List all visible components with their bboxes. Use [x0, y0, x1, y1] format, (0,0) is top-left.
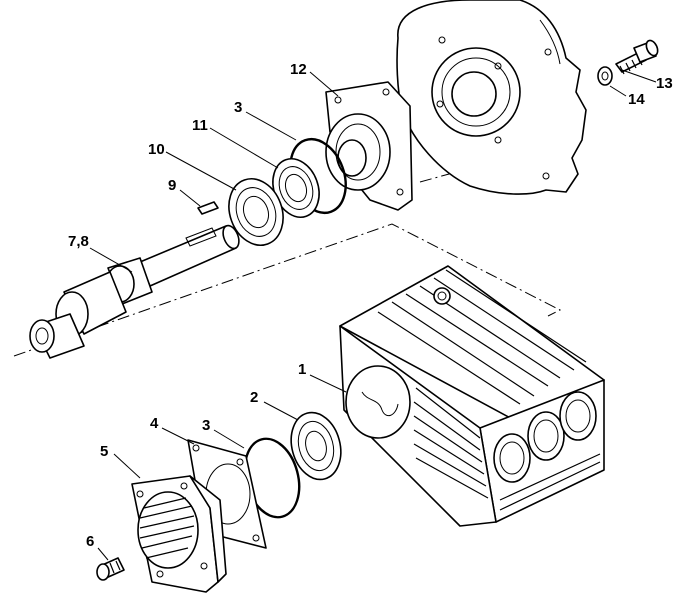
motor-flange-housing [396, 0, 587, 195]
callout-1: 1 [298, 361, 306, 378]
key-9 [197, 201, 219, 215]
callout-14: 14 [628, 91, 645, 108]
callout-9: 9 [168, 177, 176, 194]
bearing-10 [228, 178, 284, 246]
callout-3b: 3 [202, 417, 210, 434]
screw-6 [96, 557, 125, 581]
callout-7-8: 7,8 [68, 233, 89, 250]
leader-lines [89, 69, 657, 561]
callout-10: 10 [148, 141, 165, 158]
end-cover-5 [131, 475, 227, 593]
crankcase-1 [339, 265, 605, 527]
callout-6: 6 [86, 533, 94, 550]
callout-2: 2 [250, 389, 258, 406]
crankshaft-7-8 [29, 224, 240, 359]
callout-12: 12 [290, 61, 307, 78]
washer-14 [597, 66, 613, 86]
callout-4: 4 [150, 415, 159, 432]
callout-labels: 1 2 3 4 5 6 7,8 9 10 11 3 12 13 14 [68, 61, 673, 550]
callout-3a: 3 [234, 99, 242, 116]
bolt-13 [615, 39, 659, 75]
bearing-2 [290, 411, 342, 481]
bearing-flange-12 [325, 81, 413, 211]
callout-13: 13 [656, 75, 673, 92]
callout-11: 11 [192, 117, 208, 134]
callout-5: 5 [100, 443, 108, 460]
